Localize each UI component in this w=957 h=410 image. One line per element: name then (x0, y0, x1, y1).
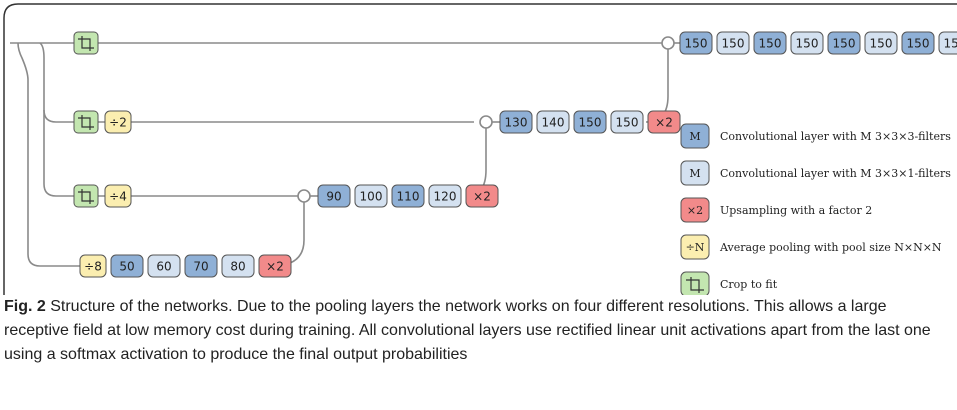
conv-row3-1: 100 (354, 184, 388, 208)
conv-top-3: 150 (790, 31, 824, 55)
conv-row3-2-label: 110 (397, 190, 420, 204)
merge-node-row3 (297, 189, 311, 203)
conv-row3-3-label: 120 (434, 190, 457, 204)
crop-icon (686, 277, 704, 293)
conv-row4-0-label: 50 (119, 260, 134, 274)
legend-text-3: Average pooling with pool size N×N×N (719, 241, 942, 254)
pool-module-row4: ÷8 (79, 254, 107, 278)
legend-item-3: ÷N Average pooling with pool size N×N×N (680, 234, 942, 260)
conv-row3-1-label: 100 (360, 190, 383, 204)
crop-module-row3 (73, 184, 99, 208)
conv-top-6-label: 150 (907, 37, 930, 51)
conv-row2-4-label: ×2 (655, 116, 673, 130)
conv-row2-1-label: 140 (542, 116, 565, 130)
conv-row4-2-label: 70 (193, 260, 208, 274)
conv-top-1: 150 (716, 31, 750, 55)
conv-row2-3-label: 150 (616, 116, 639, 130)
pool-module-row2: ÷2 (104, 110, 132, 134)
conv-top-7-label: 150 (944, 37, 957, 51)
legend-swatch-2 (680, 197, 710, 223)
conv-row4-3-label: 80 (230, 260, 245, 274)
crop-module-top (73, 31, 99, 55)
pool-module-row3-label: ÷4 (109, 190, 127, 204)
conv-row2-2-label: 150 (579, 116, 602, 130)
legend-item-0: M Convolutional layer with M 3×3×3-filter… (680, 123, 951, 149)
legend-text-2: Upsampling with a factor 2 (720, 204, 872, 217)
branch-line-row3 (43, 110, 300, 197)
pool-module-row3: ÷4 (104, 184, 132, 208)
conv-top-1-label: 150 (722, 37, 745, 51)
pool-module-row4-label: ÷8 (84, 260, 102, 274)
conv-top-4: 150 (827, 31, 861, 55)
conv-top-0-label: 150 (685, 37, 708, 51)
conv-top-7: 150 (938, 31, 957, 55)
conv-row3-0-label: 90 (326, 190, 341, 204)
conv-row3-2: 110 (391, 184, 425, 208)
legend-symbol-2: ×2 (687, 204, 703, 217)
pool-module-row2-label: ÷2 (109, 116, 127, 130)
figure-caption: Fig. 2 Structure of the networks. Due to… (4, 295, 950, 367)
conv-row2-1: 140 (536, 110, 570, 134)
legend-symbol-0: M (689, 130, 700, 143)
conv-row4-4: ×2 (258, 254, 292, 278)
legend-swatch-4 (680, 271, 710, 295)
merge-node-row2 (479, 115, 493, 129)
legend-item-4: Crop to fit (680, 271, 778, 295)
caption-label: Fig. 2 (4, 298, 46, 315)
branch-line-row2 (39, 42, 474, 123)
conv-row2-3: 150 (610, 110, 644, 134)
conv-row3-0: 90 (317, 184, 351, 208)
conv-row3-4: ×2 (465, 184, 499, 208)
conv-top-3-label: 150 (796, 37, 819, 51)
conv-row4-1: 60 (147, 254, 181, 278)
legend-text-1: Convolutional layer with M 3×3×1-filters (720, 167, 951, 180)
legend-text-4: Crop to fit (720, 278, 778, 291)
layer-boxes: ÷2 ÷4 ÷8 50 60 70 80 ×2 90 100 110 120 ×2 130 140 150 15… (73, 31, 957, 278)
crop-module-row2 (73, 110, 99, 134)
legend-text-0: Convolutional layer with M 3×3×3-filters (720, 130, 951, 143)
conv-top-2-label: 150 (759, 37, 782, 51)
figure-border (3, 3, 957, 295)
conv-row3-4-label: ×2 (473, 190, 491, 204)
legend-swatch-0 (680, 123, 710, 149)
conv-top-5: 150 (864, 31, 898, 55)
conv-row4-4-label: ×2 (266, 260, 284, 274)
branch-line-row4 (17, 42, 80, 267)
conv-row4-0: 50 (110, 254, 144, 278)
conv-row3-3: 120 (428, 184, 462, 208)
merge-node-top (661, 36, 675, 50)
conv-row4-3: 80 (221, 254, 255, 278)
conv-top-4-label: 150 (833, 37, 856, 51)
conv-row4-2: 70 (184, 254, 218, 278)
legend-symbol-3: ÷N (686, 241, 705, 254)
conv-row2-4: ×2 (647, 110, 681, 134)
conv-row4-1-label: 60 (156, 260, 171, 274)
conv-row2-0: 130 (499, 110, 533, 134)
network-diagram: ÷2 ÷4 ÷8 50 60 70 80 ×2 90 100 110 120 ×2 130 140 150 15… (3, 3, 957, 295)
legend-swatch-3 (680, 234, 710, 260)
connection-lines (10, 36, 957, 267)
legend: M Convolutional layer with M 3×3×3-filter… (680, 123, 951, 295)
conv-row2-2: 150 (573, 110, 607, 134)
caption-text: Structure of the networks. Due to the po… (4, 298, 931, 363)
conv-top-6: 150 (901, 31, 935, 55)
conv-row2-0-label: 130 (505, 116, 528, 130)
legend-swatch-1 (680, 160, 710, 186)
conv-top-0: 150 (679, 31, 713, 55)
legend-item-1: M Convolutional layer with M 3×3×1-filter… (680, 160, 951, 186)
conv-top-5-label: 150 (870, 37, 893, 51)
legend-symbol-1: M (689, 167, 700, 180)
conv-top-2: 150 (753, 31, 787, 55)
legend-item-2: ×2 Upsampling with a factor 2 (680, 197, 872, 223)
